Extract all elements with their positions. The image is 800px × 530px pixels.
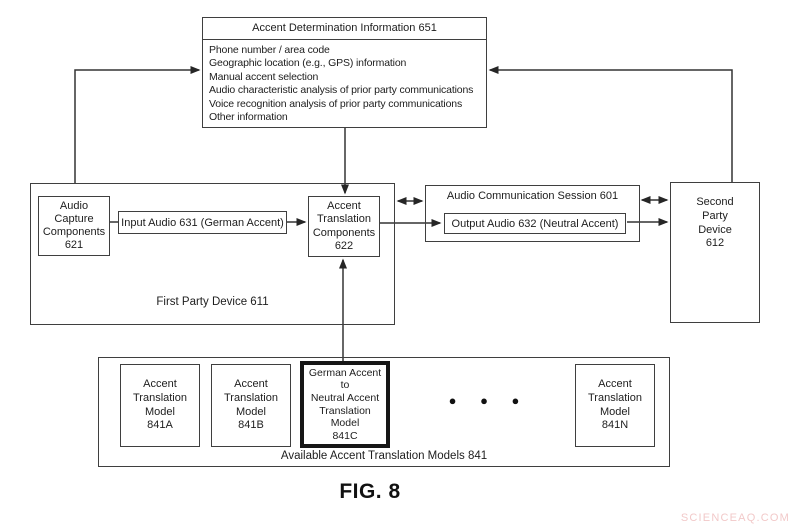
accent-determination-title: Accent Determination Information 651: [203, 18, 486, 40]
accent-translation-model-841b-box: Accent Translation Model 841B: [211, 364, 291, 447]
adi-item-other: Other information: [209, 111, 288, 124]
arrow-first-party-to-adi: [74, 66, 201, 183]
accent-translation-model-841a-box: Accent Translation Model 841A: [120, 364, 200, 447]
watermark-text: SCIENCEAQ.COM: [680, 512, 790, 524]
accent-translation-components-box: Accent Translation Components 622: [308, 196, 380, 257]
first-party-device-label: First Party Device 611: [156, 296, 269, 308]
input-audio-box: Input Audio 631 (German Accent): [118, 211, 287, 234]
available-models-box: Available Accent Translation Models 841: [98, 357, 670, 467]
output-audio-box: Output Audio 632 (Neutral Accent): [444, 213, 626, 234]
available-models-label: Available Accent Translation Models 841: [280, 450, 488, 462]
audio-capture-components-box: Audio Capture Components 621: [38, 196, 110, 256]
adi-item-manual: Manual accent selection: [209, 70, 319, 83]
accent-translation-model-841n-box: Accent Translation Model 841N: [575, 364, 655, 447]
audio-communication-session-title: Audio Communication Session 601: [446, 190, 619, 202]
second-party-device-box: Second Party Device 612: [670, 182, 760, 323]
figure-caption: FIG. 8: [339, 480, 401, 503]
audio-communication-session-box: Audio Communication Session 601 Output A…: [425, 185, 640, 242]
arrow-second-party-to-adi: [488, 66, 733, 182]
adi-item-geo: Geographic location (e.g., GPS) informat…: [209, 57, 407, 70]
accent-determination-list: Phone number / area code Geographic loca…: [203, 40, 486, 124]
german-accent-model-841c-box: German Accent to Neutral Accent Translat…: [300, 361, 390, 448]
accent-determination-info-box: Accent Determination Information 651 Pho…: [202, 17, 487, 128]
adi-item-audio-analysis: Audio characteristic analysis of prior p…: [209, 84, 474, 97]
ellipsis-dots: ● ● ●: [448, 393, 520, 408]
adi-item-voice-recognition: Voice recognition analysis of prior part…: [209, 97, 463, 110]
adi-item-phone: Phone number / area code: [209, 44, 330, 56]
first-party-device-box: First Party Device 611: [30, 183, 395, 325]
